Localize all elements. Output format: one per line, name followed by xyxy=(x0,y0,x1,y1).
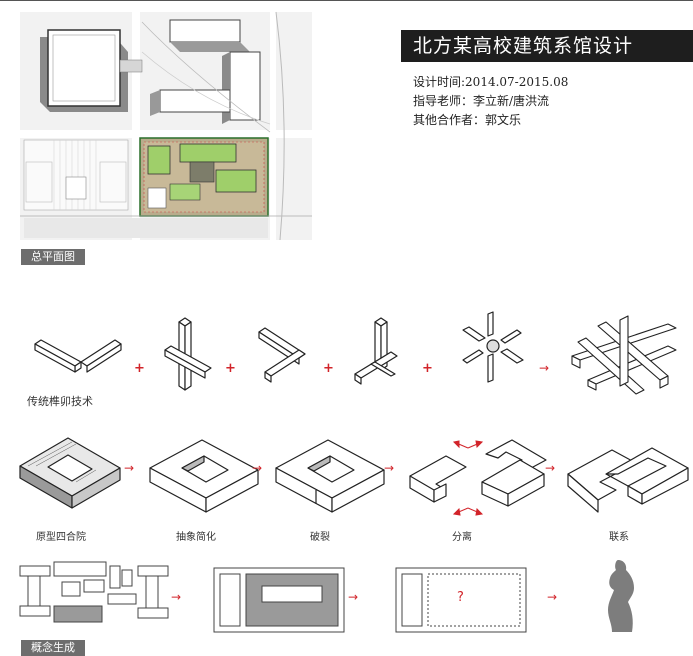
label-site-plan: 总平面图 xyxy=(21,249,85,265)
lattice-result xyxy=(571,315,677,395)
plus-operator-2: + xyxy=(225,361,236,376)
arrow-row2-3: → xyxy=(384,461,395,475)
arrow-row3-1: → xyxy=(171,590,182,604)
joint-step-2 xyxy=(164,317,212,391)
caption-connect: 联系 xyxy=(609,532,629,543)
row3-diagram xyxy=(19,560,634,633)
row2-diagram xyxy=(19,437,689,516)
design-time: 设计时间:2014.07-2015.08 xyxy=(413,75,569,89)
row1-diagram xyxy=(34,311,524,391)
arrow-row2-4: → xyxy=(545,461,556,475)
caption-break: 破裂 xyxy=(310,532,330,543)
arrow-row2-1: → xyxy=(124,461,135,475)
broken-block xyxy=(275,439,385,513)
arrow-row3-2: → xyxy=(348,590,359,604)
separated-blocks xyxy=(409,439,547,507)
advisor: 指导老师：李立新/唐洪流 xyxy=(413,94,550,108)
caption-mortise: 传统榫卯技术 xyxy=(27,395,93,408)
statue-silhouette xyxy=(608,560,634,632)
plus-operator-1: + xyxy=(134,361,145,376)
connected-blocks xyxy=(567,447,689,513)
collaborator: 其他合作者：郭文乐 xyxy=(413,113,522,127)
joint-step-3 xyxy=(258,327,306,383)
label-concept: 概念生成 xyxy=(21,640,85,656)
abstract-block xyxy=(149,439,259,513)
joint-step-5 xyxy=(462,311,524,383)
caption-abstract: 抽象简化 xyxy=(176,532,216,543)
joint-step-4 xyxy=(354,317,398,385)
arrow-row2-2: → xyxy=(252,461,263,475)
arrow-row3-3: → xyxy=(547,590,558,604)
site-plan-image xyxy=(20,11,312,241)
question-mark: ? xyxy=(457,590,464,605)
caption-prototype: 原型四合院 xyxy=(36,532,86,543)
top-rule xyxy=(0,0,693,1)
plus-operator-4: + xyxy=(422,361,433,376)
joint-step-1 xyxy=(34,339,122,373)
page-title: 北方某高校建筑系馆设计 xyxy=(401,30,693,62)
caption-separate: 分离 xyxy=(452,532,472,543)
prototype-courtyard xyxy=(19,437,121,509)
plus-operator-3: + xyxy=(323,361,334,376)
arrow-operator-row1: → xyxy=(539,361,550,375)
